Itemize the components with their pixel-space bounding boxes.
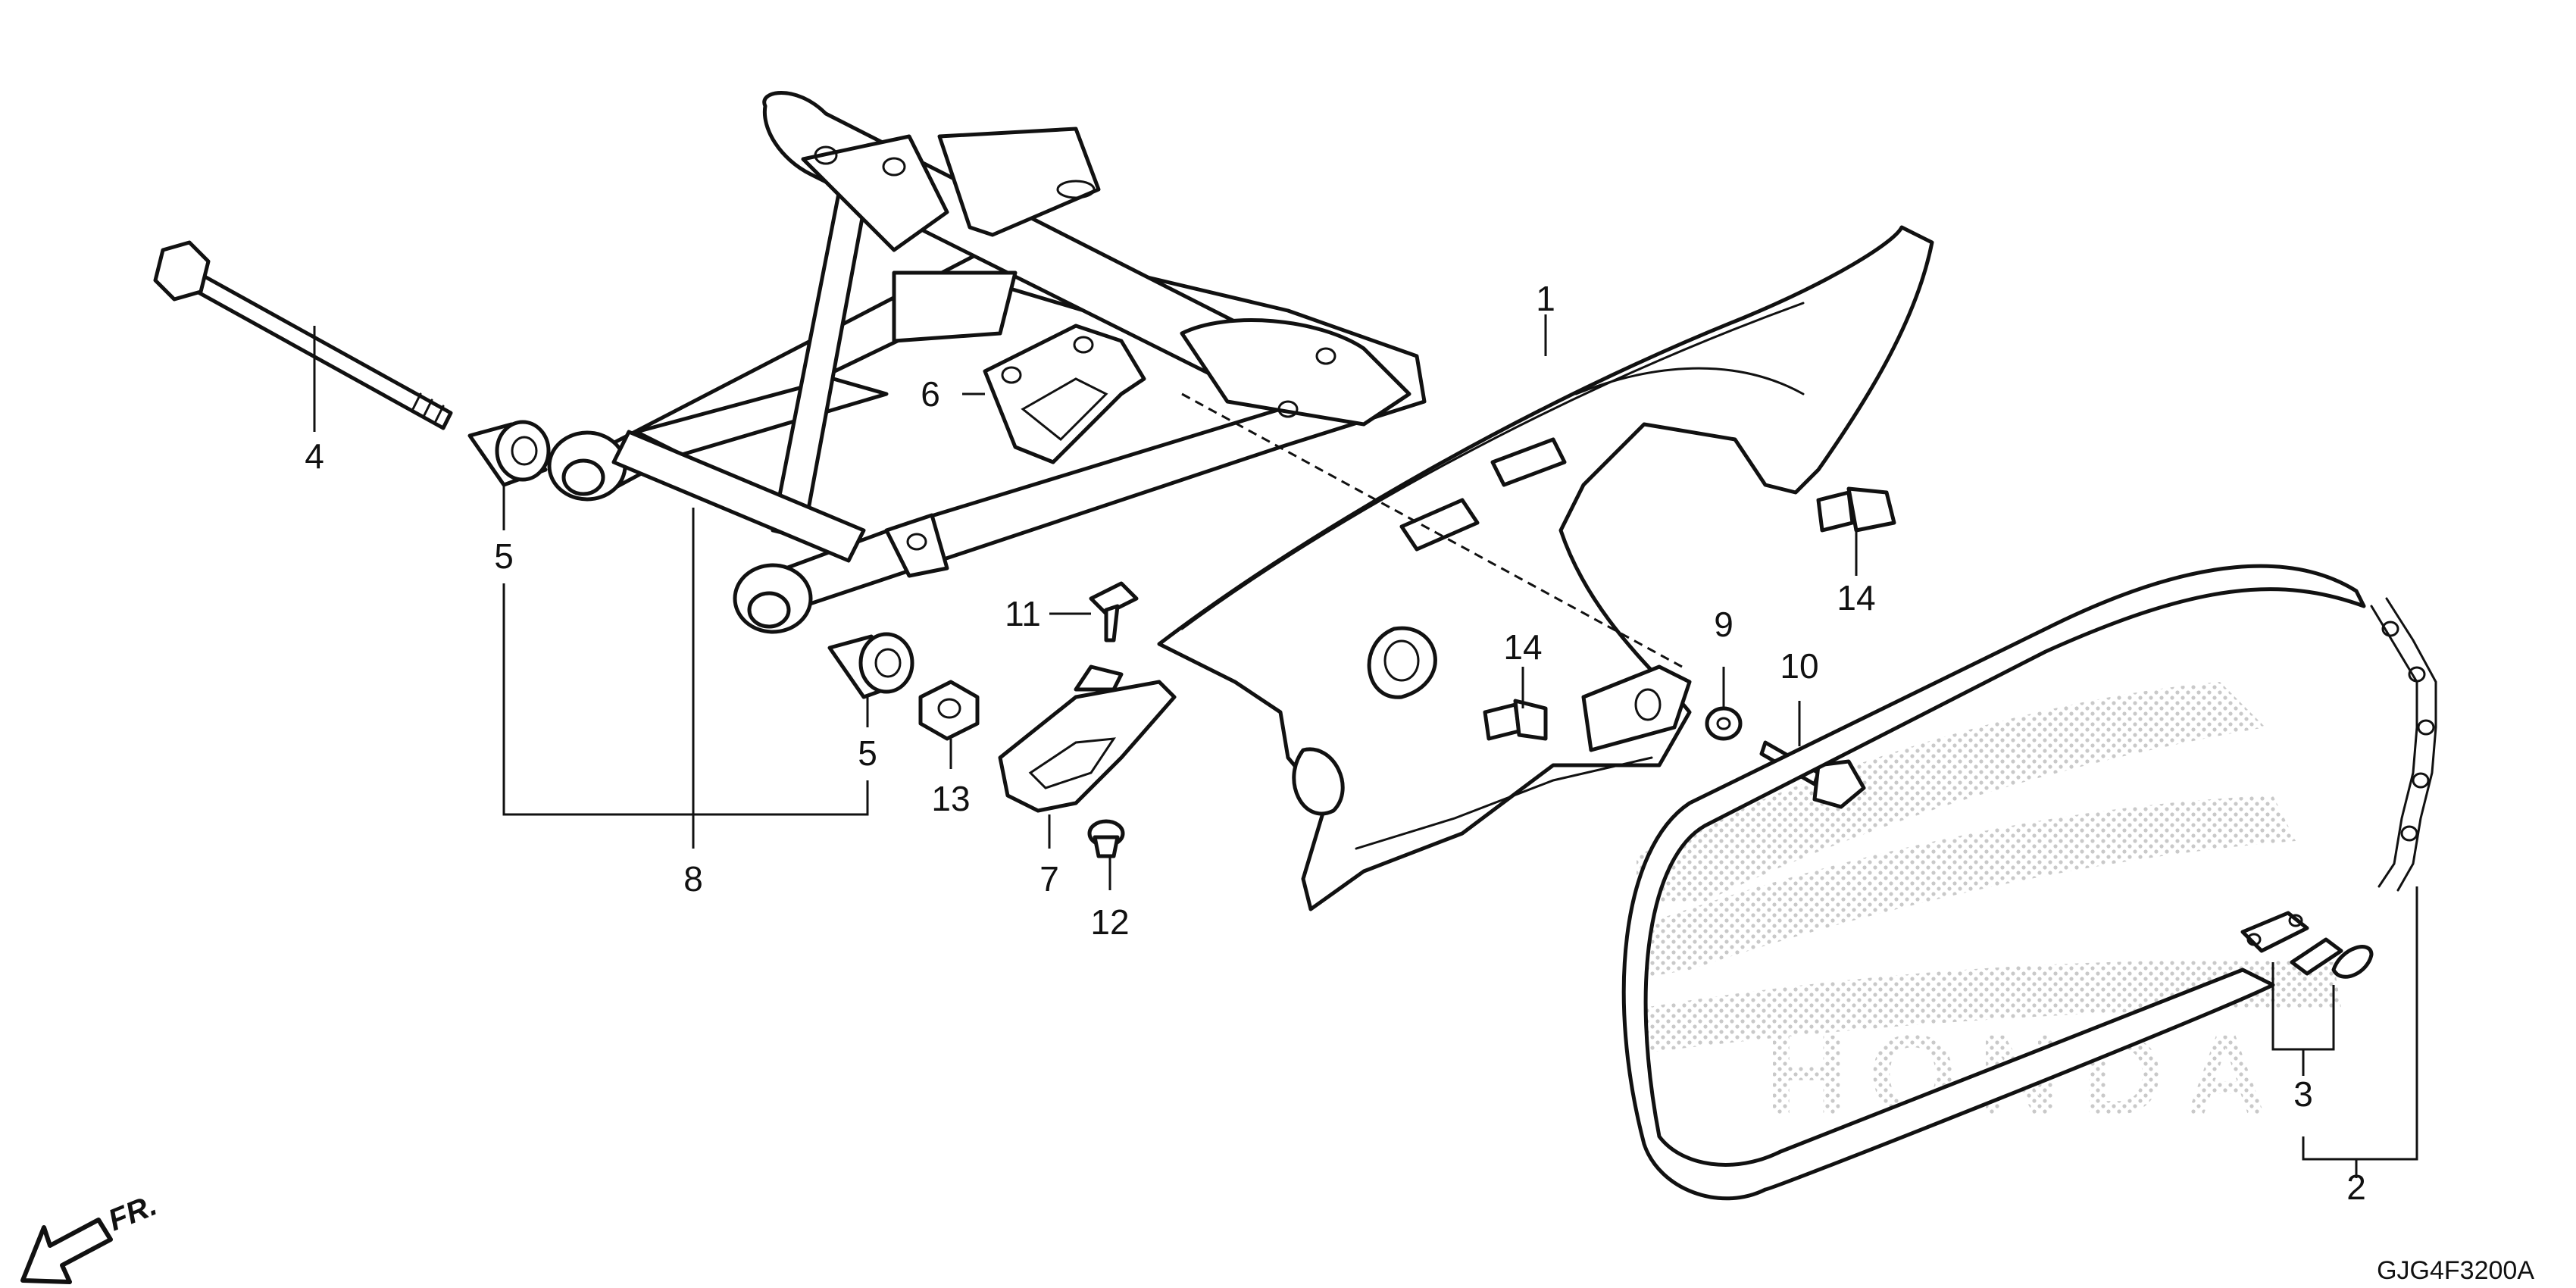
callout-6: 6 <box>921 374 940 414</box>
bolt-14-upper <box>1816 486 1896 533</box>
front-direction-arrow-icon <box>20 1218 113 1284</box>
callout-4: 4 <box>305 436 324 476</box>
callout-3: 3 <box>2293 1074 2313 1114</box>
pivot-collar-lower <box>827 632 914 699</box>
callout-14-lower: 14 <box>1503 627 1542 667</box>
callout-11: 11 <box>1005 594 1041 633</box>
diagram-code: GJG4F3200A <box>2377 1256 2534 1285</box>
callout-1: 1 <box>1536 279 1555 318</box>
drive-chain <box>1621 564 2437 1201</box>
callout-8: 8 <box>683 859 703 899</box>
front-direction-label: FR. <box>104 1188 161 1237</box>
chain-slider <box>983 324 1146 464</box>
callout-12: 12 <box>1090 902 1129 942</box>
bolt-11 <box>1089 581 1139 642</box>
nut-12 <box>1087 819 1125 858</box>
swingarm <box>547 91 1427 634</box>
callout-9: 9 <box>1714 605 1733 644</box>
callout-2: 2 <box>2346 1168 2366 1207</box>
callout-13: 13 <box>931 779 970 818</box>
flange-nut-13 <box>918 680 980 741</box>
master-link-set <box>2240 911 2374 979</box>
callout-5-upper: 5 <box>494 536 514 576</box>
bolt-14-lower <box>1483 699 1548 741</box>
leader-lines <box>313 314 2418 1178</box>
callout-14-upper: 14 <box>1837 578 1875 617</box>
chain-case <box>1157 225 1934 911</box>
pivot-bolt <box>153 240 453 430</box>
pivot-collar-upper <box>467 420 551 487</box>
callout-7: 7 <box>1039 859 1059 899</box>
callout-10: 10 <box>1780 646 1818 686</box>
callout-5-lower: 5 <box>858 733 877 773</box>
front-direction-indicator: FR. <box>20 1188 161 1284</box>
chain-guide <box>998 664 1177 813</box>
brand-wing-watermark: HONDA <box>1637 682 2341 1138</box>
washer-9 <box>1705 706 1743 741</box>
